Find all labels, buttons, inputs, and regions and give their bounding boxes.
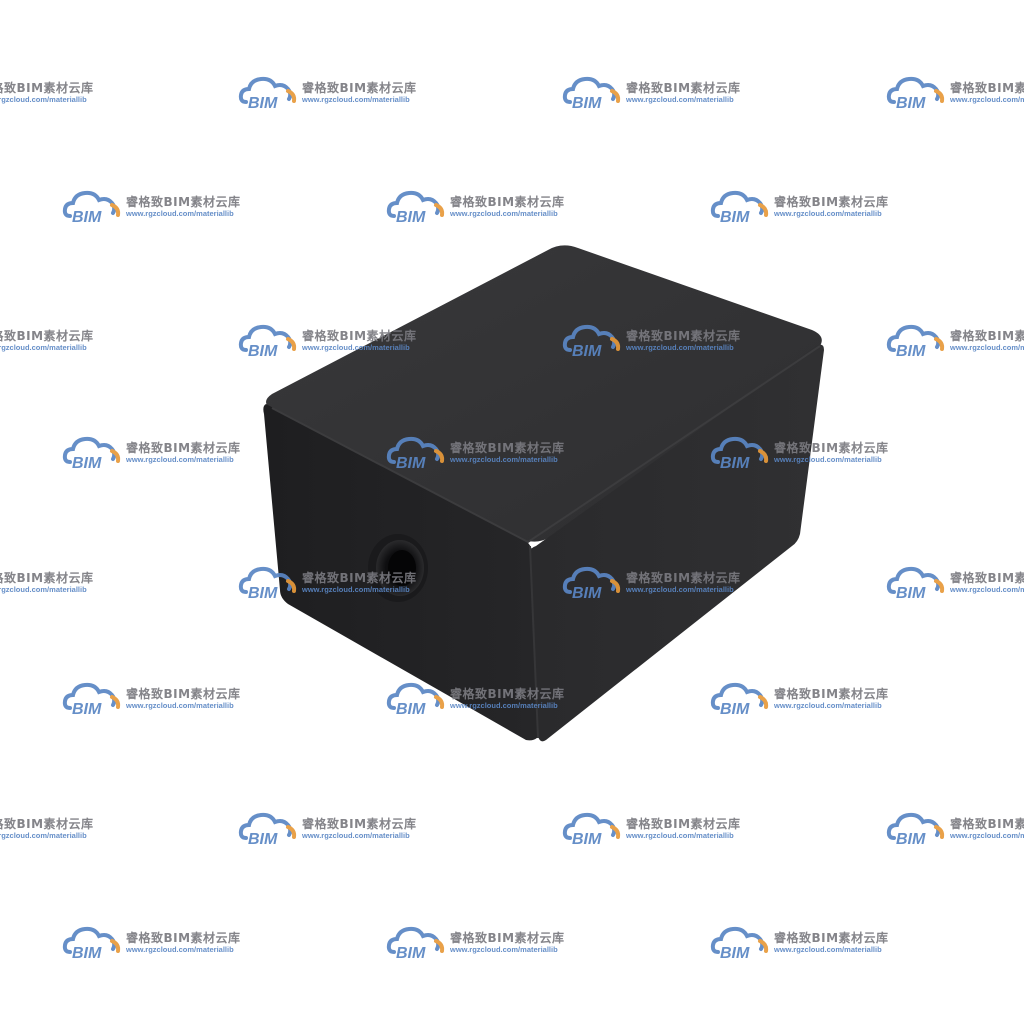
box-top-face (266, 245, 822, 542)
box-vertical-edge (529, 545, 539, 739)
box-edge-highlight (271, 345, 821, 544)
black-box (263, 245, 824, 742)
box-hole (368, 534, 428, 602)
